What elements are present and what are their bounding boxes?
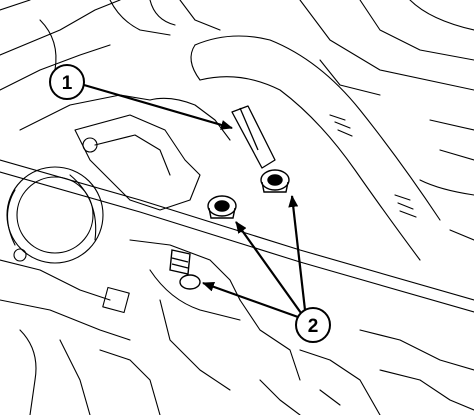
leader-lines: [83, 83, 307, 319]
callout-1: 1: [49, 64, 85, 100]
leader-arrow-1: [83, 83, 233, 130]
bolt-middle: [207, 195, 237, 219]
callout-2: 2: [295, 307, 331, 343]
bolts: [169, 169, 290, 290]
callout-1-number: 1: [62, 73, 73, 94]
callout-2-number: 2: [308, 316, 319, 337]
leader-arrow-2-left: [202, 281, 299, 319]
hose-bracket: [231, 105, 276, 169]
bolt-lower-left: [169, 249, 201, 290]
bolt-upper-right: [260, 169, 290, 193]
leader-arrow-2-middle: [235, 221, 302, 314]
leader-arrow-2-right: [288, 195, 307, 311]
